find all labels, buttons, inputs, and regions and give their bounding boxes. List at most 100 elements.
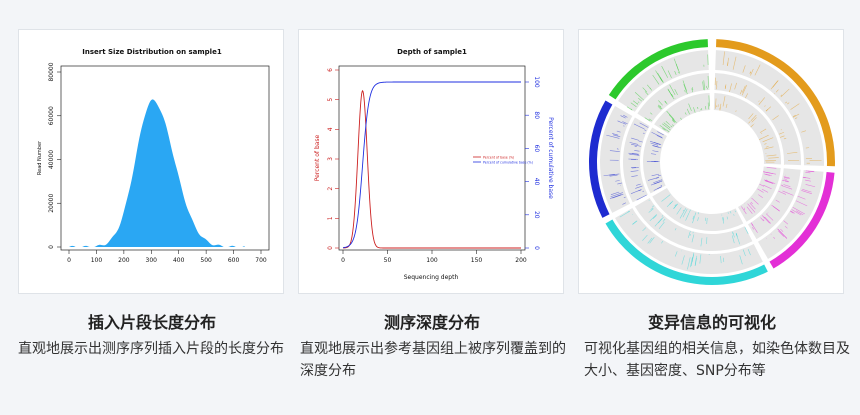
track-mark: [622, 202, 627, 205]
track-mark: [658, 100, 663, 106]
track-mark: [722, 96, 726, 107]
track-mark: [626, 106, 633, 111]
track-mark: [652, 74, 660, 85]
track-mark: [691, 88, 694, 93]
track-mark: [658, 104, 663, 110]
track-mark: [779, 135, 785, 138]
track-mark: [691, 234, 695, 243]
y-tick-right-label: 100: [533, 76, 540, 88]
y-tick-left-label: 4: [327, 127, 334, 131]
track-mark: [675, 63, 681, 74]
card-circos[interactable]: [578, 29, 844, 294]
track-mark: [691, 87, 694, 91]
track-mark: [706, 218, 708, 224]
track-mark: [650, 142, 658, 146]
x-tick-label: 200: [515, 257, 527, 264]
track-mark: [687, 230, 691, 239]
track-mark: [651, 131, 663, 138]
track-mark: [662, 123, 671, 131]
track-mark: [686, 108, 690, 115]
track-mark: [765, 179, 768, 181]
track-mark: [642, 234, 648, 241]
card-insert-size[interactable]: Insert Size Distribution on sample1 Read…: [18, 29, 284, 294]
track-mark: [631, 167, 639, 169]
track-mark: [764, 146, 774, 150]
track-mark: [759, 183, 765, 187]
x-tick-label: 50: [384, 257, 392, 264]
track-mark: [732, 231, 734, 234]
track-mark: [630, 108, 633, 110]
track-mark: [684, 112, 687, 115]
track-mark: [783, 178, 787, 180]
track-mark: [622, 121, 628, 125]
track-mark: [654, 218, 662, 227]
track-mark: [638, 97, 643, 102]
track-mark: [609, 194, 622, 199]
track-mark: [653, 186, 662, 191]
track-mark: [745, 93, 749, 99]
track-mark: [671, 118, 675, 122]
track-mark: [733, 214, 735, 216]
track-mark: [644, 91, 649, 95]
track-mark: [664, 100, 668, 105]
track-mark: [660, 185, 663, 187]
track-mark: [669, 84, 676, 95]
track-mark: [736, 233, 738, 236]
track-mark: [634, 150, 640, 152]
track-mark: [700, 237, 703, 247]
track-mark: [722, 217, 724, 224]
track-mark: [658, 216, 664, 224]
track-mark: [795, 200, 808, 207]
track-mark: [616, 130, 621, 133]
y-axis-left-label: Percent of base: [314, 134, 321, 181]
track-mark: [765, 146, 769, 148]
track-mark: [651, 205, 655, 208]
track-mark: [772, 115, 779, 121]
track-mark: [781, 184, 783, 186]
track-mark: [748, 121, 751, 124]
track-mark: [771, 204, 780, 211]
track-mark: [632, 220, 637, 225]
track-mark: [783, 137, 787, 140]
x-axis-label: Sequencing depth: [404, 274, 459, 281]
track-mark: [685, 212, 690, 221]
track-mark: [649, 214, 657, 222]
track-mark: [656, 135, 663, 139]
track-mark: [667, 70, 672, 79]
track-mark: [657, 131, 664, 136]
track-mark: [603, 174, 615, 177]
track-mark: [805, 179, 811, 182]
data-track: [643, 127, 667, 194]
track-mark: [762, 137, 774, 143]
track-mark: [693, 107, 696, 113]
track-mark: [794, 117, 798, 119]
track-mark: [782, 190, 794, 196]
track-mark: [805, 172, 811, 174]
track-mark: [748, 113, 754, 120]
track-mark: [724, 85, 726, 89]
track-mark: [648, 118, 652, 121]
track-mark: [792, 113, 800, 118]
track-mark: [735, 110, 737, 112]
x-tick-label: 0: [341, 257, 345, 264]
insert-size-chart: Insert Size Distribution on sample1 Read…: [37, 48, 270, 264]
track-mark: [655, 177, 659, 179]
track-mark: [707, 75, 709, 88]
legend-item: Percent of cumulative base (%): [483, 161, 533, 165]
track-mark: [672, 119, 675, 123]
track-mark: [763, 173, 770, 176]
chromosome-segment: [769, 172, 835, 269]
track-mark: [784, 180, 789, 183]
y-tick-right-label: 80: [533, 111, 540, 119]
card-depth[interactable]: Depth of sample1 Sequencing depth Percen…: [298, 29, 564, 294]
x-tick-label: 500: [200, 257, 212, 264]
track-mark: [688, 103, 692, 111]
track-mark: [750, 124, 754, 128]
track-mark: [630, 170, 639, 172]
track-mark: [773, 236, 776, 239]
track-mark: [682, 209, 684, 212]
track-mark: [783, 177, 790, 180]
y-axis-right-label: Percent of cumulative base: [547, 117, 554, 199]
track-mark: [697, 212, 699, 215]
track-mark: [741, 84, 748, 96]
